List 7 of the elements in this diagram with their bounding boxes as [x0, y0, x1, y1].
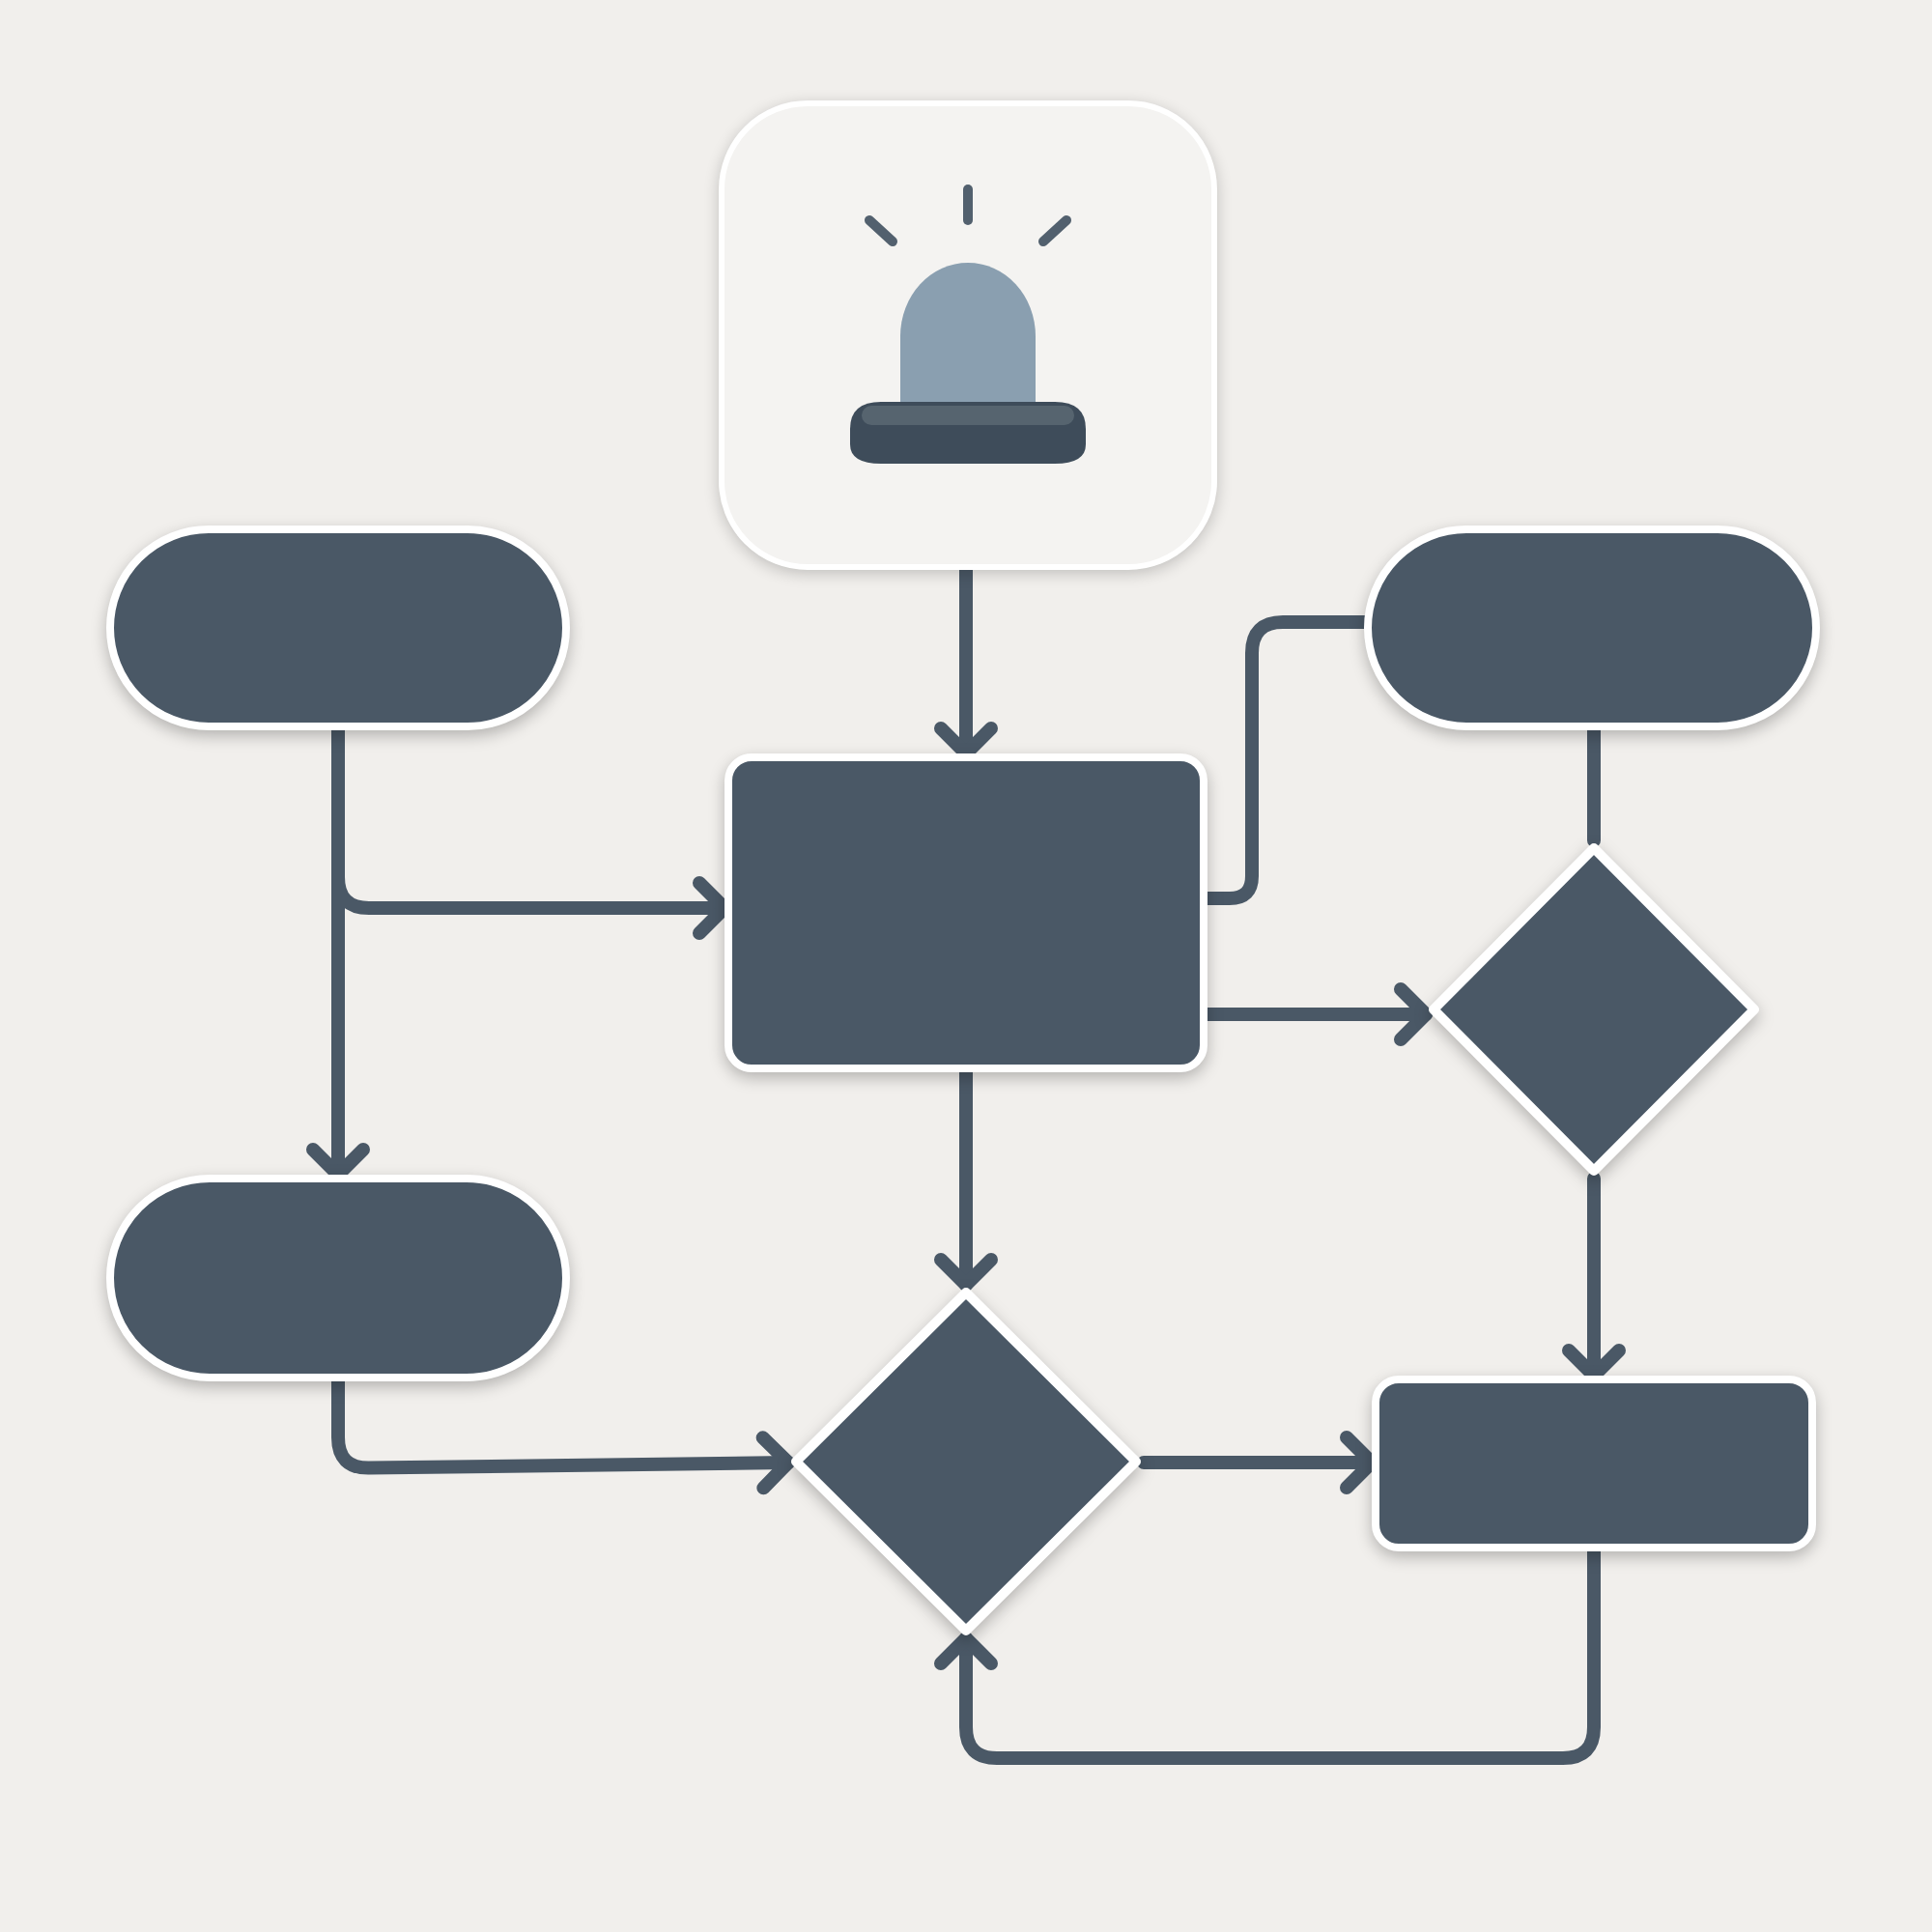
terminal-pill — [1364, 526, 1820, 730]
decision-diamond — [1426, 840, 1762, 1179]
icon-card — [719, 100, 1217, 570]
decision-diamond — [788, 1285, 1144, 1638]
terminal-pill — [106, 526, 570, 730]
process-box — [724, 753, 1208, 1072]
process-box — [1372, 1376, 1816, 1551]
